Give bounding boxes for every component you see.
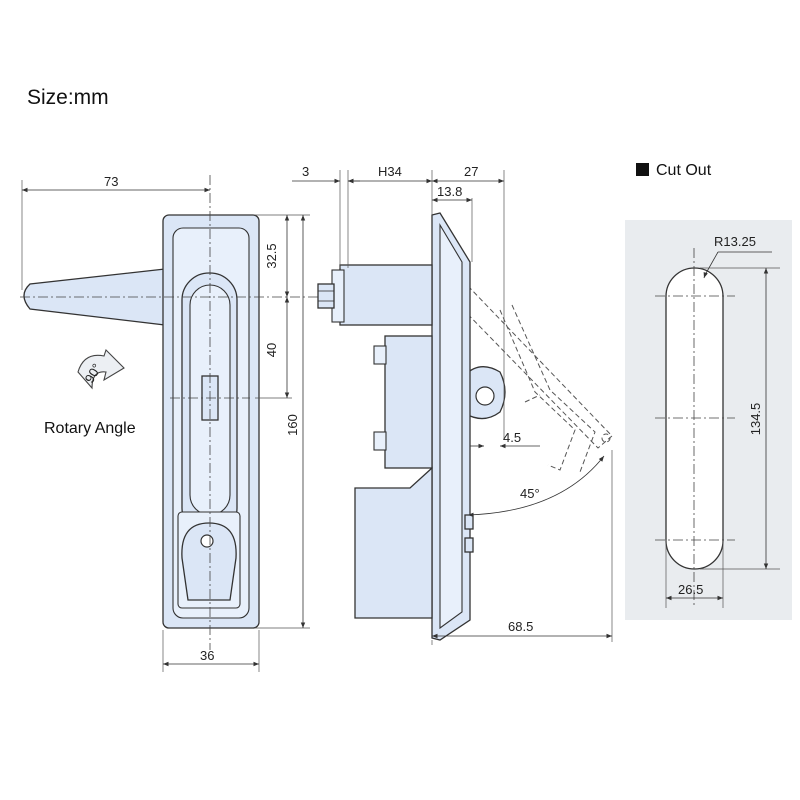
dim-36: 36 bbox=[200, 648, 214, 663]
dim-26-5: 26.5 bbox=[678, 582, 703, 597]
shaft-nut bbox=[317, 283, 335, 309]
nub-2 bbox=[464, 537, 474, 553]
dim-32-5: 32.5 bbox=[264, 243, 279, 268]
dim-h34: H34 bbox=[378, 164, 402, 179]
rotary-angle-label: Rotary Angle bbox=[44, 420, 136, 437]
arc-45 bbox=[467, 455, 605, 518]
dim-4-5: 4.5 bbox=[503, 430, 521, 445]
nub-1 bbox=[464, 514, 474, 530]
rotate-arrow-icon bbox=[77, 348, 125, 390]
rotated-handle-outline bbox=[453, 285, 613, 449]
cutout-view: Cut Out R13.25 134.5 26.5 bbox=[625, 162, 792, 620]
bolt-1 bbox=[373, 345, 387, 365]
keyhole-plate bbox=[181, 522, 237, 601]
dim-40: 40 bbox=[264, 343, 279, 357]
dim-r13-25: R13.25 bbox=[714, 234, 756, 249]
keyhole-icon bbox=[200, 534, 214, 548]
dim-68-5: 68.5 bbox=[508, 619, 533, 634]
cutout-label: Cut Out bbox=[656, 162, 712, 179]
dim-13-8: 13.8 bbox=[437, 184, 462, 199]
dim-45-deg: 45° bbox=[520, 486, 540, 501]
cutout-slot bbox=[665, 267, 724, 570]
dim-27: 27 bbox=[464, 164, 478, 179]
dim-3: 3 bbox=[302, 164, 309, 179]
cutout-square-icon bbox=[636, 163, 649, 176]
dim-134-5: 134.5 bbox=[748, 403, 763, 436]
dim-73: 73 bbox=[104, 174, 118, 189]
size-unit-title: Size:mm bbox=[27, 86, 109, 109]
lower-housing bbox=[354, 466, 433, 619]
side-view: 3 H34 27 13.8 4.5 45° 68.5 bbox=[292, 164, 613, 645]
dim-160: 160 bbox=[285, 414, 300, 436]
hinge-hole-icon bbox=[475, 386, 495, 406]
mechanism-block bbox=[384, 335, 433, 469]
shaft-housing bbox=[339, 264, 433, 326]
bolt-2 bbox=[373, 431, 387, 451]
front-view: 73 32.5 40 160 36 bbox=[20, 174, 320, 672]
rotary-angle-indicator: 90° Rotary Angle bbox=[44, 348, 136, 437]
